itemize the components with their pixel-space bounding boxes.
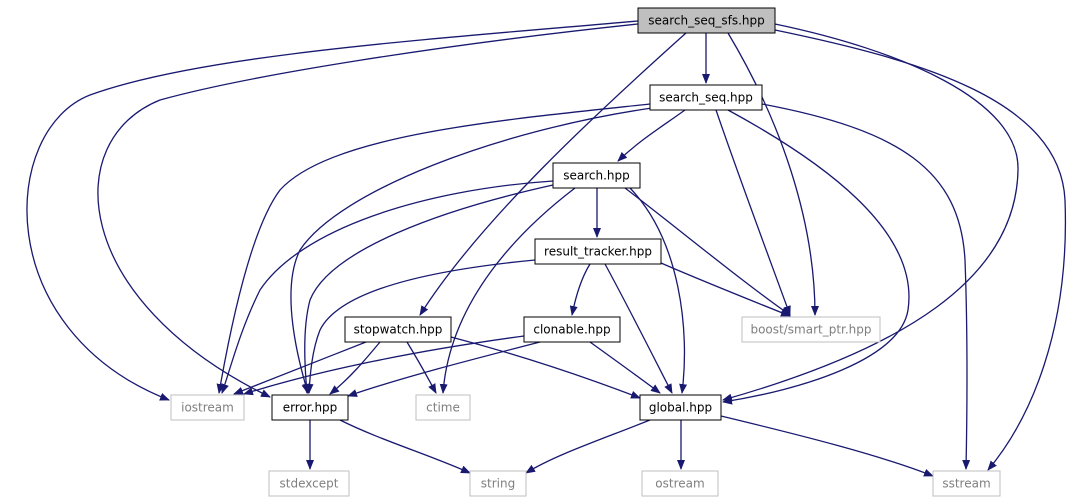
node-string: string bbox=[469, 470, 527, 497]
node-iostream: iostream bbox=[170, 394, 245, 421]
node-box bbox=[741, 316, 881, 343]
node-box bbox=[641, 470, 719, 497]
node-ostream: ostream bbox=[641, 470, 719, 497]
node-ctime: ctime bbox=[415, 394, 471, 421]
node-label: clonable.hpp bbox=[533, 323, 610, 337]
node-box bbox=[523, 316, 621, 343]
node-box bbox=[271, 394, 349, 421]
node-error[interactable]: error.hpp bbox=[271, 394, 349, 421]
node-search-seq[interactable]: search_seq.hpp bbox=[649, 84, 763, 111]
edge-search-seq-to-search bbox=[617, 109, 686, 162]
edge-search-seq-to-iostream bbox=[216, 103, 651, 394]
node-clonable[interactable]: clonable.hpp bbox=[523, 316, 621, 343]
node-box bbox=[932, 470, 1001, 497]
edge-stopwatch-to-error bbox=[329, 341, 381, 395]
edge-search-seq-sfs-to-iostream bbox=[26, 20, 639, 401]
edge-search-seq-sfs-to-boost-smart-ptr bbox=[727, 32, 819, 316]
edge-global-to-string bbox=[525, 419, 651, 474]
node-box bbox=[534, 238, 662, 265]
node-label: search_seq.hpp bbox=[659, 91, 753, 105]
node-label: global.hpp bbox=[649, 401, 712, 415]
node-label: boost/smart_ptr.hpp bbox=[750, 323, 871, 337]
edge-stopwatch-to-iostream bbox=[233, 341, 367, 395]
edge-stopwatch-to-global bbox=[450, 336, 641, 399]
edge-stopwatch-to-ctime bbox=[406, 341, 437, 394]
node-box bbox=[344, 316, 452, 343]
node-box bbox=[639, 394, 722, 421]
node-box bbox=[415, 394, 471, 421]
edge-global-to-sstream bbox=[720, 415, 934, 477]
node-box bbox=[637, 7, 776, 34]
edge-search-to-error bbox=[302, 184, 554, 394]
edge-result-tracker-to-boost-smart-ptr bbox=[660, 262, 791, 317]
node-box bbox=[469, 470, 527, 497]
edge-search-seq-sfs-to-global bbox=[722, 23, 1019, 402]
node-result-tracker[interactable]: result_tracker.hpp bbox=[534, 238, 662, 265]
node-box bbox=[268, 470, 350, 497]
edge-search-seq-sfs-to-error bbox=[97, 23, 639, 398]
node-box bbox=[170, 394, 245, 421]
node-label: search_seq_sfs.hpp bbox=[648, 14, 765, 28]
edge-result-tracker-to-error bbox=[305, 259, 536, 394]
node-label: sstream bbox=[942, 477, 990, 491]
edge-search-seq-sfs-to-stopwatch bbox=[419, 32, 687, 316]
node-box bbox=[649, 84, 763, 111]
node-label: stopwatch.hpp bbox=[354, 323, 443, 337]
node-label: string bbox=[481, 477, 515, 491]
edge-search-to-iostream bbox=[221, 180, 554, 394]
node-global[interactable]: global.hpp bbox=[639, 394, 722, 421]
node-label: search.hpp bbox=[563, 169, 630, 183]
node-label: iostream bbox=[181, 401, 234, 415]
node-label: ctime bbox=[426, 401, 460, 415]
edge-result-tracker-to-clonable bbox=[569, 263, 591, 316]
edge-clonable-to-iostream bbox=[243, 335, 525, 396]
node-sstream: sstream bbox=[932, 470, 1001, 497]
edge-search-seq-to-boost-smart-ptr bbox=[715, 109, 791, 316]
edge-search-to-ctime bbox=[439, 187, 576, 394]
node-label: stdexcept bbox=[280, 477, 339, 491]
edge-search-seq-to-global bbox=[722, 109, 910, 405]
node-box bbox=[552, 162, 641, 189]
node-boost-smart-ptr: boost/smart_ptr.hpp bbox=[741, 316, 881, 343]
edge-search-to-global bbox=[629, 187, 688, 394]
node-label: result_tracker.hpp bbox=[544, 245, 652, 259]
edge-result-tracker-to-global bbox=[604, 263, 673, 394]
edge-search-seq-to-error bbox=[290, 107, 653, 394]
node-stopwatch[interactable]: stopwatch.hpp bbox=[344, 316, 452, 343]
node-label: ostream bbox=[655, 477, 704, 491]
node-search-seq-sfs[interactable]: search_seq_sfs.hpp bbox=[637, 7, 776, 34]
node-search[interactable]: search.hpp bbox=[552, 162, 641, 189]
edge-search-seq-to-sstream bbox=[761, 103, 971, 470]
edge-search-to-boost-smart-ptr bbox=[624, 187, 791, 316]
node-stdexcept: stdexcept bbox=[268, 470, 350, 497]
node-label: error.hpp bbox=[283, 401, 338, 415]
edge-error-to-string bbox=[339, 419, 471, 474]
edge-search-seq-sfs-to-sstream bbox=[774, 29, 1067, 471]
edge-clonable-to-global bbox=[589, 341, 661, 394]
edge-clonable-to-error bbox=[347, 341, 541, 397]
